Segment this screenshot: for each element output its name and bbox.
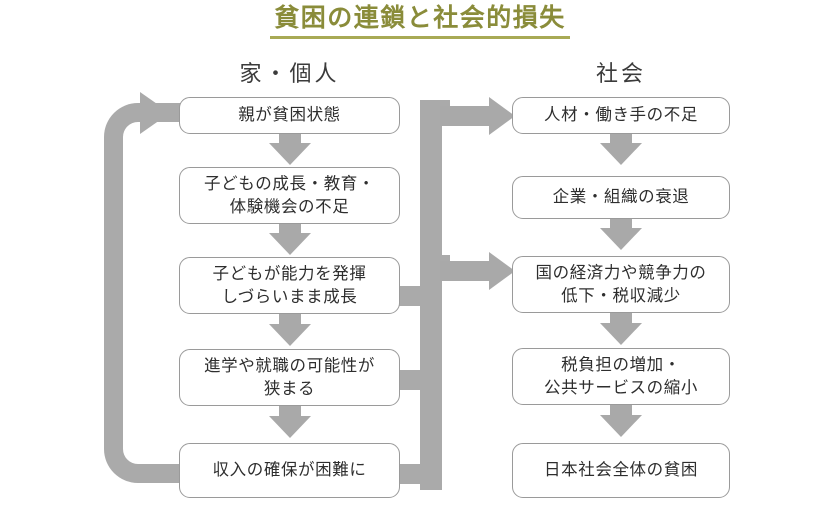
node-national-economy-decline[interactable]: 国の経済力や競争力の低下・税収減少 — [512, 256, 730, 313]
arrow-left-2-icon — [268, 223, 312, 257]
node-tax-burden-service-cut[interactable]: 税負担の増加・公共サービスの縮小 — [512, 348, 730, 405]
node-income-difficulty[interactable]: 収入の確保が困難に — [179, 443, 400, 498]
node-narrowed-opportunities[interactable]: 進学や就職の可能性が狭まる — [179, 349, 400, 406]
node-label: 企業・組織の衰退 — [552, 188, 690, 207]
cross-arrow-to-workforce-icon — [440, 97, 515, 135]
arrow-right-3-icon — [599, 313, 643, 348]
node-label: 子どもの成長・教育・体験機会の不足 — [204, 174, 375, 216]
arrow-left-4-icon — [268, 406, 312, 443]
node-company-decline[interactable]: 企業・組織の衰退 — [512, 176, 730, 219]
node-parent-poverty[interactable]: 親が貧困状態 — [179, 97, 400, 134]
node-child-growth-education-lack[interactable]: 子どもの成長・教育・体験機会の不足 — [179, 167, 400, 224]
node-label: 進学や就職の可能性が狭まる — [204, 356, 375, 398]
node-label: 収入の確保が困難に — [212, 461, 367, 480]
column-header-society: 社会 — [595, 61, 646, 86]
node-label: 親が貧困状態 — [238, 106, 341, 125]
cross-feeder-stub-node5 — [396, 464, 424, 484]
node-label: 国の経済力や競争力の低下・税収減少 — [535, 263, 707, 305]
node-label: 税負担の増加・公共サービスの縮小 — [544, 355, 698, 397]
arrow-right-1-icon — [599, 133, 643, 167]
arrow-left-1-icon — [268, 133, 312, 167]
node-japan-society-poverty[interactable]: 日本社会全体の貧困 — [512, 443, 730, 498]
node-label: 子どもが能力を発揮しづらいまま成長 — [212, 264, 367, 306]
cross-feeder-stub-node4 — [396, 370, 424, 390]
node-workforce-shortage[interactable]: 人材・働き手の不足 — [512, 97, 730, 134]
title-container: 貧困の連鎖と社会的損失 — [0, 4, 840, 39]
node-child-ability-unused[interactable]: 子どもが能力を発揮しづらいまま成長 — [179, 257, 400, 314]
column-header-family: 家・個人 — [239, 61, 340, 86]
arrow-right-4-icon — [599, 405, 643, 443]
feedback-loop-arrowhead-icon — [140, 92, 170, 134]
cross-feeder-stub-node3 — [396, 286, 424, 306]
page-title: 貧困の連鎖と社会的損失 — [270, 4, 570, 39]
arrow-left-3-icon — [268, 314, 312, 349]
node-label: 日本社会全体の貧困 — [544, 461, 698, 480]
cross-arrow-to-economy-icon — [440, 252, 515, 290]
node-label: 人材・働き手の不足 — [544, 106, 698, 125]
arrow-right-2-icon — [599, 218, 643, 252]
cross-trunk-vertical — [420, 100, 442, 490]
